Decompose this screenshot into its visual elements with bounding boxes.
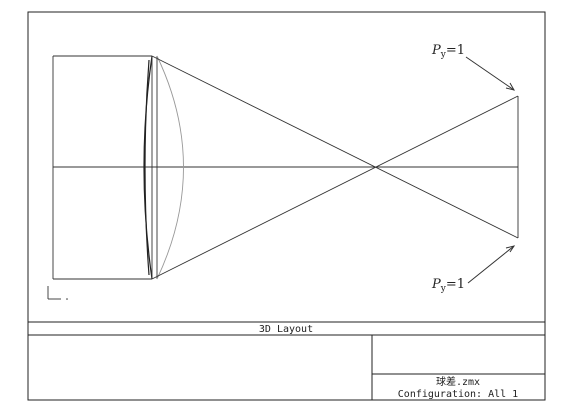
label-top-eq: =1 (446, 43, 465, 58)
label-top-p: P (431, 43, 441, 58)
outer-frame (27, 11, 546, 401)
label-bottom-p: P (431, 277, 441, 292)
label-bottom: Py=1 (431, 277, 465, 294)
info-filename: 球差.zmx (436, 375, 480, 388)
arrow-bottom (467, 245, 516, 284)
marginal-ray-bottom (151, 95, 519, 280)
label-bottom-eq: =1 (446, 277, 465, 292)
optical-layout: Py=1 Py=1 (47, 43, 519, 300)
label-bottom-sub: y (440, 284, 447, 294)
axes-indicator-icon (47, 286, 68, 300)
marginal-ray-top (151, 55, 519, 239)
layout-title: 3D Layout (259, 324, 313, 335)
label-top: Py=1 (431, 43, 465, 60)
lens-back-surface (156, 55, 184, 280)
lens-front-surface (143, 55, 153, 280)
info-configuration: Configuration: All 1 (398, 389, 518, 400)
lens-front-surface-inner (144, 59, 150, 276)
label-top-sub: y (440, 50, 447, 60)
arrow-top (465, 56, 516, 91)
